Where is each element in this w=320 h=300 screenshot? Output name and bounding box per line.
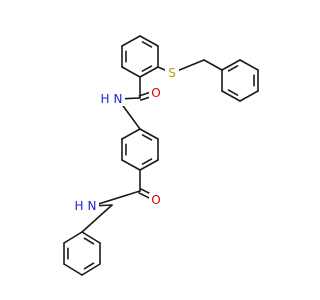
bond-line-18: [81, 231, 101, 244]
sulfur-label-mask: [165, 66, 179, 80]
bond-line-9: [239, 90, 259, 102]
bond-line-23: [63, 231, 83, 244]
bond-line-34: [141, 41, 153, 48]
top-amide-nitrogen-label: N: [114, 92, 123, 106]
bond-line-43: [83, 237, 95, 245]
bond-line-26: [203, 59, 223, 71]
bond-line-17: [121, 128, 141, 140]
bond-line-31: [91, 190, 141, 207]
top-carbonyl-oxygen-label: O: [151, 86, 160, 100]
bottom-oxygen-label-mask: [149, 193, 163, 207]
bond-line-39: [227, 89, 239, 96]
bond-line-44: [83, 262, 95, 270]
bond-line-6: [221, 59, 241, 71]
sulfur-atom-label: S: [168, 66, 176, 80]
bond-line-7: [239, 59, 259, 71]
bond-line-40: [141, 134, 153, 141]
top-amide-hydrogen-label: H: [100, 92, 109, 106]
bond-line-33: [81, 204, 113, 233]
bond-line-20: [81, 263, 101, 276]
atom-label-layer: S O N H O N H: [74, 66, 179, 213]
bond-line-21: [63, 263, 83, 276]
bond-line-37: [227, 65, 239, 72]
bond-line-3: [121, 66, 141, 78]
top-oxygen-label-mask: [149, 86, 163, 100]
bottom-nitrogen-label-mask: [85, 199, 99, 213]
bond-line-12: [139, 128, 159, 140]
top-nitrogen-label-mask: [111, 92, 125, 106]
bond-line-0: [139, 35, 159, 47]
bond-layer: [63, 35, 259, 276]
bond-line-41: [141, 158, 153, 165]
bond-line-10: [221, 90, 241, 102]
bottom-amide-nitrogen-label: N: [88, 199, 97, 213]
bond-line-15: [121, 159, 141, 171]
bottom-carbonyl-oxygen-label: O: [151, 193, 160, 207]
bottom-amide-hydrogen-label: H: [74, 199, 83, 213]
bond-line-35: [141, 65, 153, 72]
chemical-structure-diagram: S O N H O N H: [63, 35, 259, 276]
bond-line-2: [139, 66, 159, 78]
bond-line-14: [139, 159, 159, 171]
bond-line-5: [121, 35, 141, 47]
